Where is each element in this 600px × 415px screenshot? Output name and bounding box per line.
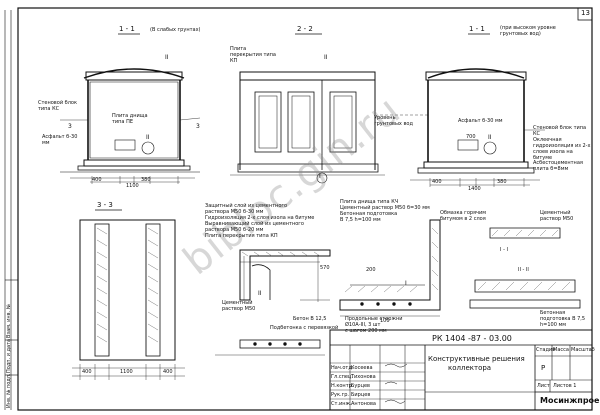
label-concrete-class: В 7,5 h=100 мм — [340, 217, 381, 223]
dim-700-right: 700 — [466, 134, 476, 140]
section-title-1-1-left: 1 - 1 — [119, 25, 135, 33]
detail-bottom — [215, 339, 325, 356]
layer-1: Защитный слой из цементного — [205, 203, 288, 209]
label-concrete-b75: Бетонная подготовка В 7,5 h=100 мм — [540, 310, 586, 328]
label-cement-m50: Цементный раствор М50 — [540, 210, 574, 222]
dim-400-bottom-right: 400 — [163, 369, 173, 375]
section-1-1-left — [60, 33, 201, 184]
dim-1400-right: 1400 — [468, 186, 481, 192]
signer-name-5: Антонова — [351, 401, 376, 407]
section-2-2 — [230, 33, 385, 184]
label-slab-bottom-type: Плита днища типа КЧ — [340, 199, 399, 205]
label-waterproof-right: Оклеечная гидроизоляция из 2-х слоев изо… — [533, 137, 591, 161]
signer-name-3: Бурцев — [351, 383, 370, 389]
dim-400-bottom: 400 — [82, 369, 92, 375]
label-gwl: Уровень грунтовых вод — [374, 115, 413, 127]
signer-role-3: Н.контр. — [331, 383, 354, 389]
stamp-code: РК 1404 -87 - 03.00 — [432, 334, 512, 343]
signer-name-2: Тихонова — [351, 374, 376, 380]
title-line-2: коллектора — [448, 364, 492, 372]
label-asphalt-right: Асфальт б-30 мм — [458, 118, 503, 124]
section-3-3 — [72, 209, 185, 380]
title-line-1: Конструктивные решения — [428, 355, 525, 363]
marker-roman-1: I — [319, 173, 321, 180]
label-grease: Обмазка горячим битумом в 2 слоя — [440, 210, 487, 222]
stage-header: Стадия — [536, 347, 556, 353]
title-block — [329, 329, 593, 411]
section-title-2-2: 2 - 2 — [297, 25, 313, 33]
layer-5: раствора М50 б-20 мм — [205, 227, 264, 233]
section-note-left: (В слабых грунтах) — [150, 27, 201, 33]
label-plaster: Цементный раствор М50 — [222, 300, 256, 312]
label-wall-right: Стеновой блок типа КС — [533, 125, 587, 137]
signer-role-4: Рук.гр. — [331, 392, 349, 398]
dim-570: 570 — [320, 265, 330, 271]
section-1-1-right — [380, 33, 545, 187]
sheet-number: 13 — [581, 9, 590, 17]
marker-3-right: 3 — [196, 123, 200, 130]
label-rebar-2: Ø10А-III, 3 шт — [345, 322, 381, 328]
dim-1100-left: 1100 — [126, 183, 139, 189]
label-rebar-3: с шагом 200 мм — [345, 328, 387, 334]
node-I — [339, 219, 441, 317]
sheet-frame — [17, 7, 593, 411]
label-rebar: Продольные стержни — [345, 316, 403, 322]
dim-100: 100 — [380, 318, 390, 324]
section-title-1-1-right: 1 - 1 — [469, 25, 485, 33]
dim-200: 200 — [366, 267, 376, 273]
signer-role-5: Ст.инж. — [331, 401, 352, 407]
label-concrete-b: Бетон В 12,5 — [293, 316, 327, 322]
sheets-label: Листов 1 — [553, 383, 577, 389]
section-note-right: (при высоком уровне грунтовых вод) — [500, 25, 556, 37]
organization: Мосинжпроект — [540, 396, 600, 405]
marker-roman-2-left: II — [146, 134, 150, 141]
dim-380-left: 380 — [141, 177, 151, 183]
sidebar-label-1: Взам. инв. № — [6, 304, 12, 338]
marker-roman-2-right: II — [488, 134, 492, 141]
label-asbestos: Асбестоцементная плита б=8мм — [533, 160, 583, 172]
marker-roman-2-top: II — [165, 54, 169, 61]
detail-right — [469, 227, 581, 309]
layer-4: Выравнивающий слой из цементного — [205, 221, 304, 227]
label-cement-mortar: Цементный раствор М50 б=30 мм — [340, 205, 430, 211]
label-concrete-prep: Бетонная подготовка — [340, 211, 398, 217]
marker-3-left: 3 — [68, 123, 72, 130]
marker-roman-2-node: II — [258, 290, 262, 297]
stage-value: Р — [541, 364, 546, 372]
scale-header: Масштаб — [571, 347, 595, 353]
label-fill: Подбетонка с перевязкой — [270, 325, 339, 331]
signer-role-2: Гл.спец. — [331, 374, 353, 380]
node-II — [239, 249, 331, 302]
label-bottom-slab: Плита днища типа ПЕ — [112, 113, 148, 125]
sheet-label: Лист — [537, 383, 550, 389]
signer-role-1: Нач.отд. — [331, 365, 354, 371]
label-wall-left: Стеновой блок типа КС — [38, 100, 78, 112]
label-section-II-II: II - II — [518, 267, 529, 273]
signer-name-4: Бирцев — [351, 392, 371, 398]
signer-name-1: Косеева — [351, 365, 373, 371]
mass-header: Масса — [553, 347, 569, 353]
dim-380-right: 380 — [497, 179, 507, 185]
layer-6: Плита перекрытия типа КП — [205, 233, 278, 239]
layer-2: раствора М50 б-30 мм — [205, 209, 264, 215]
marker-roman-1-node: I — [405, 280, 407, 287]
label-asphalt-left: Асфальт б-30 мм — [42, 134, 78, 146]
dim-400-left: 400 — [92, 177, 102, 183]
label-slab-top: Плита перекрытия типа КП — [230, 46, 276, 64]
sidebar-label-2: Подп. и дата — [6, 338, 12, 373]
marker-roman-2-mid: II — [324, 54, 328, 61]
dim-400-right: 400 — [432, 179, 442, 185]
sidebar-label-3: Инв. № подл. — [6, 373, 12, 409]
section-title-3-3: 3 - 3 — [97, 201, 113, 209]
dim-1100-bottom: 1100 — [120, 369, 133, 375]
label-section-I-I: I - I — [500, 247, 508, 253]
layer-3: Гидроизоляция 2-х слоя изола на битуме — [205, 215, 315, 221]
